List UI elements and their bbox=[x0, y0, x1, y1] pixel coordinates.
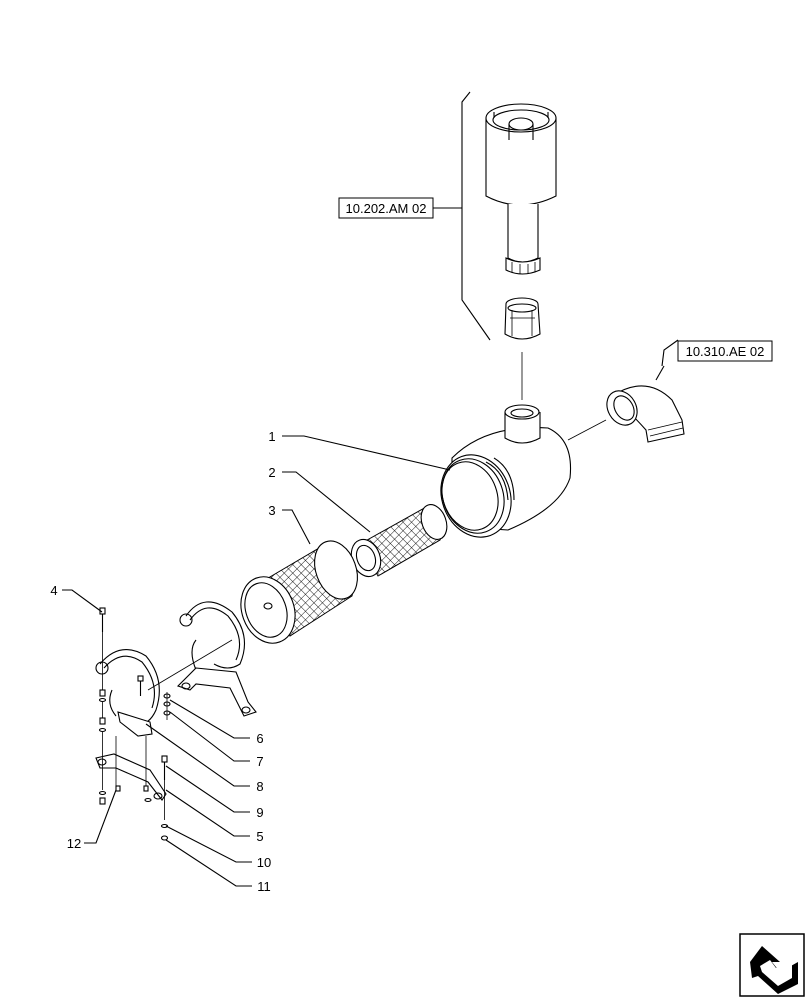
navigation-arrow-icon[interactable] bbox=[739, 933, 805, 997]
callout-12: 12 bbox=[67, 836, 81, 851]
outer-filter bbox=[240, 540, 358, 644]
air-cleaner-body bbox=[440, 404, 572, 538]
strap-bracket-rear bbox=[176, 601, 257, 717]
callout-11: 11 bbox=[257, 879, 271, 894]
callout-labels: 1 2 3 4 5 6 7 8 9 10 11 12 bbox=[50, 429, 275, 894]
reference-box-right[interactable]: 10.310.AE 02 bbox=[661, 339, 773, 367]
callout-3: 3 bbox=[268, 503, 275, 518]
callout-8: 8 bbox=[256, 779, 263, 794]
inner-filter bbox=[350, 504, 448, 578]
leader-lines bbox=[62, 435, 451, 887]
strap-bracket-front bbox=[95, 639, 233, 737]
base-bracket bbox=[95, 736, 167, 801]
precleaner-assembly bbox=[461, 91, 557, 400]
reference-box-upper[interactable]: 10.202.AM 02 bbox=[338, 197, 462, 219]
callout-2: 2 bbox=[268, 465, 275, 480]
callout-10: 10 bbox=[257, 855, 271, 870]
callout-6: 6 bbox=[256, 731, 263, 746]
callout-4: 4 bbox=[50, 583, 57, 598]
reference-upper-label: 10.202.AM 02 bbox=[346, 201, 427, 216]
reference-right-label: 10.310.AE 02 bbox=[686, 344, 765, 359]
fasteners bbox=[98, 607, 171, 841]
callout-7: 7 bbox=[256, 754, 263, 769]
callout-5: 5 bbox=[256, 829, 263, 844]
callout-1: 1 bbox=[268, 429, 275, 444]
callout-9: 9 bbox=[256, 805, 263, 820]
elbow-hose bbox=[567, 365, 685, 443]
